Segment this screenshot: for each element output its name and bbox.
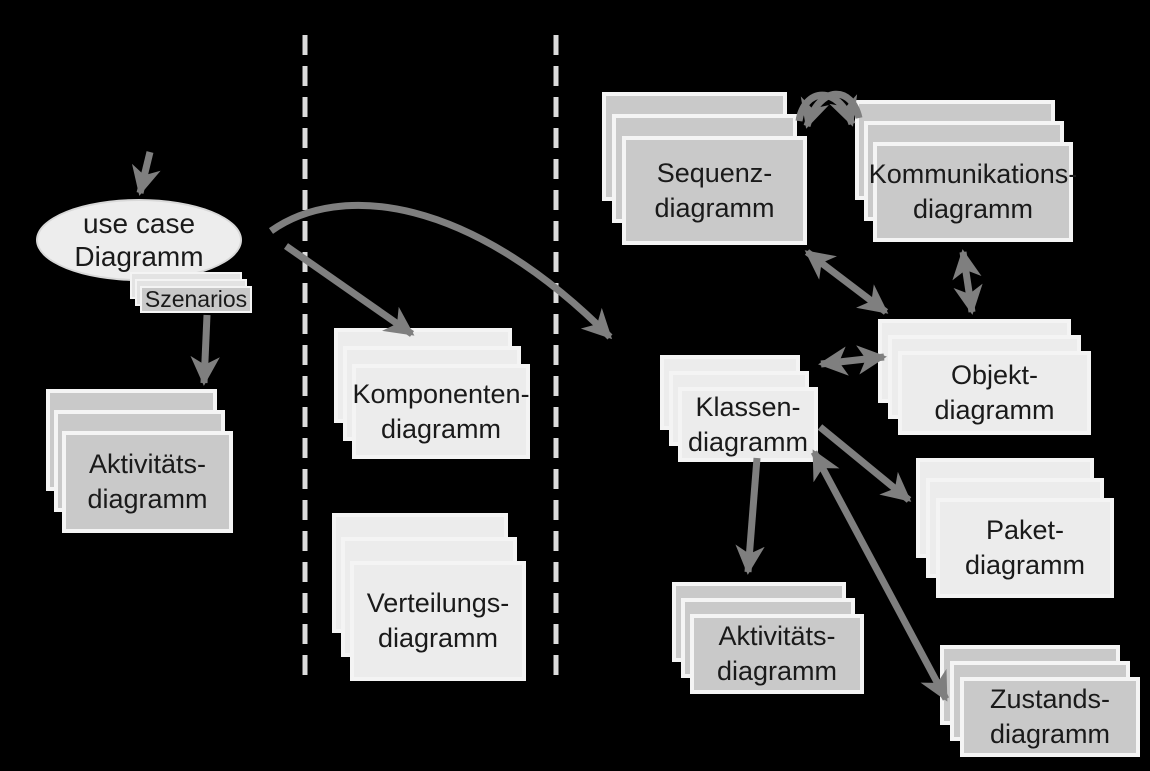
arrow-kommunikation-objekt-double bbox=[952, 249, 983, 315]
stack-front-card: Klassen- diagramm bbox=[678, 387, 818, 462]
stack-label-line2: diagramm bbox=[934, 395, 1055, 425]
use-case-label-line1: use case bbox=[82, 208, 196, 239]
stack-label-line1: Kommunikations- bbox=[868, 159, 1078, 189]
stack-label-line2: diagramm bbox=[716, 656, 838, 686]
use-case-diagram-ellipse: use case Diagramm bbox=[36, 199, 242, 281]
stack-front-card: Kommunikations- diagramm bbox=[869, 142, 1077, 242]
stack-label-line2: diagramm bbox=[380, 413, 502, 444]
stack-label-line1: Aktivitäts- bbox=[718, 621, 836, 651]
use-case-label-line2: Diagramm bbox=[74, 241, 204, 272]
arrow-klassen-to-paketdiagramm bbox=[817, 424, 912, 503]
stack-label-line2: diagramm bbox=[687, 426, 809, 457]
stack-front-card: Zustands- diagramm bbox=[960, 677, 1140, 757]
stack-label-line1: Komponenten- bbox=[352, 378, 530, 409]
stack-label-line1: Zustands- bbox=[989, 684, 1111, 714]
stack-label-line2: diagramm bbox=[912, 194, 1034, 224]
arrow-usecase-to-komponentendiagramm bbox=[283, 243, 415, 337]
stack-front-card: Komponenten- diagramm bbox=[352, 364, 530, 459]
stack-label-line1: Verteilungs- bbox=[366, 588, 510, 618]
stack-front-card: Aktivitäts- diagramm bbox=[62, 431, 233, 533]
szenarios-label: Szenarios bbox=[144, 286, 248, 312]
arrow-start-to-usecase bbox=[131, 151, 161, 196]
arrow-klassen-objekt-double bbox=[818, 345, 887, 376]
arrow-sequenz-to-kommunikation-swap bbox=[795, 91, 858, 127]
arrow-klassen-to-aktivitaetsdiagramm bbox=[735, 457, 765, 575]
stack-label-line1: Aktivitäts- bbox=[88, 449, 207, 479]
stack-front-card: Sequenz- diagramm bbox=[622, 136, 807, 245]
stack-front-card: Objekt- diagramm bbox=[898, 351, 1091, 435]
arrow-szenarios-to-aktivitaetsdiagramm bbox=[190, 314, 220, 386]
stack-front-card: Paket- diagramm bbox=[936, 498, 1114, 598]
stack-label-line2: diagramm bbox=[654, 192, 775, 223]
stack-label-line1: Objekt- bbox=[950, 360, 1039, 390]
stack-label-line2: diagramm bbox=[87, 484, 208, 514]
stack-label-line1: Klassen- bbox=[695, 391, 801, 422]
szenarios-card: Szenarios bbox=[140, 286, 252, 313]
stack-label-line1: Paket- bbox=[985, 515, 1065, 545]
arrow-sequenz-objekt-double bbox=[804, 249, 889, 315]
stack-label-line1: Sequenz- bbox=[656, 157, 773, 188]
stack-front-card: Aktivitäts- diagramm bbox=[690, 614, 864, 694]
stack-label-line2: diagramm bbox=[964, 550, 1086, 580]
stack-label-line2: diagramm bbox=[377, 623, 499, 653]
stack-front-card: Verteilungs- diagramm bbox=[350, 561, 526, 681]
arrow-usecase-to-klassen-section bbox=[268, 201, 613, 340]
arrow-kommunikation-to-sequenz-swap bbox=[800, 90, 863, 129]
stack-label-line2: diagramm bbox=[989, 719, 1111, 749]
